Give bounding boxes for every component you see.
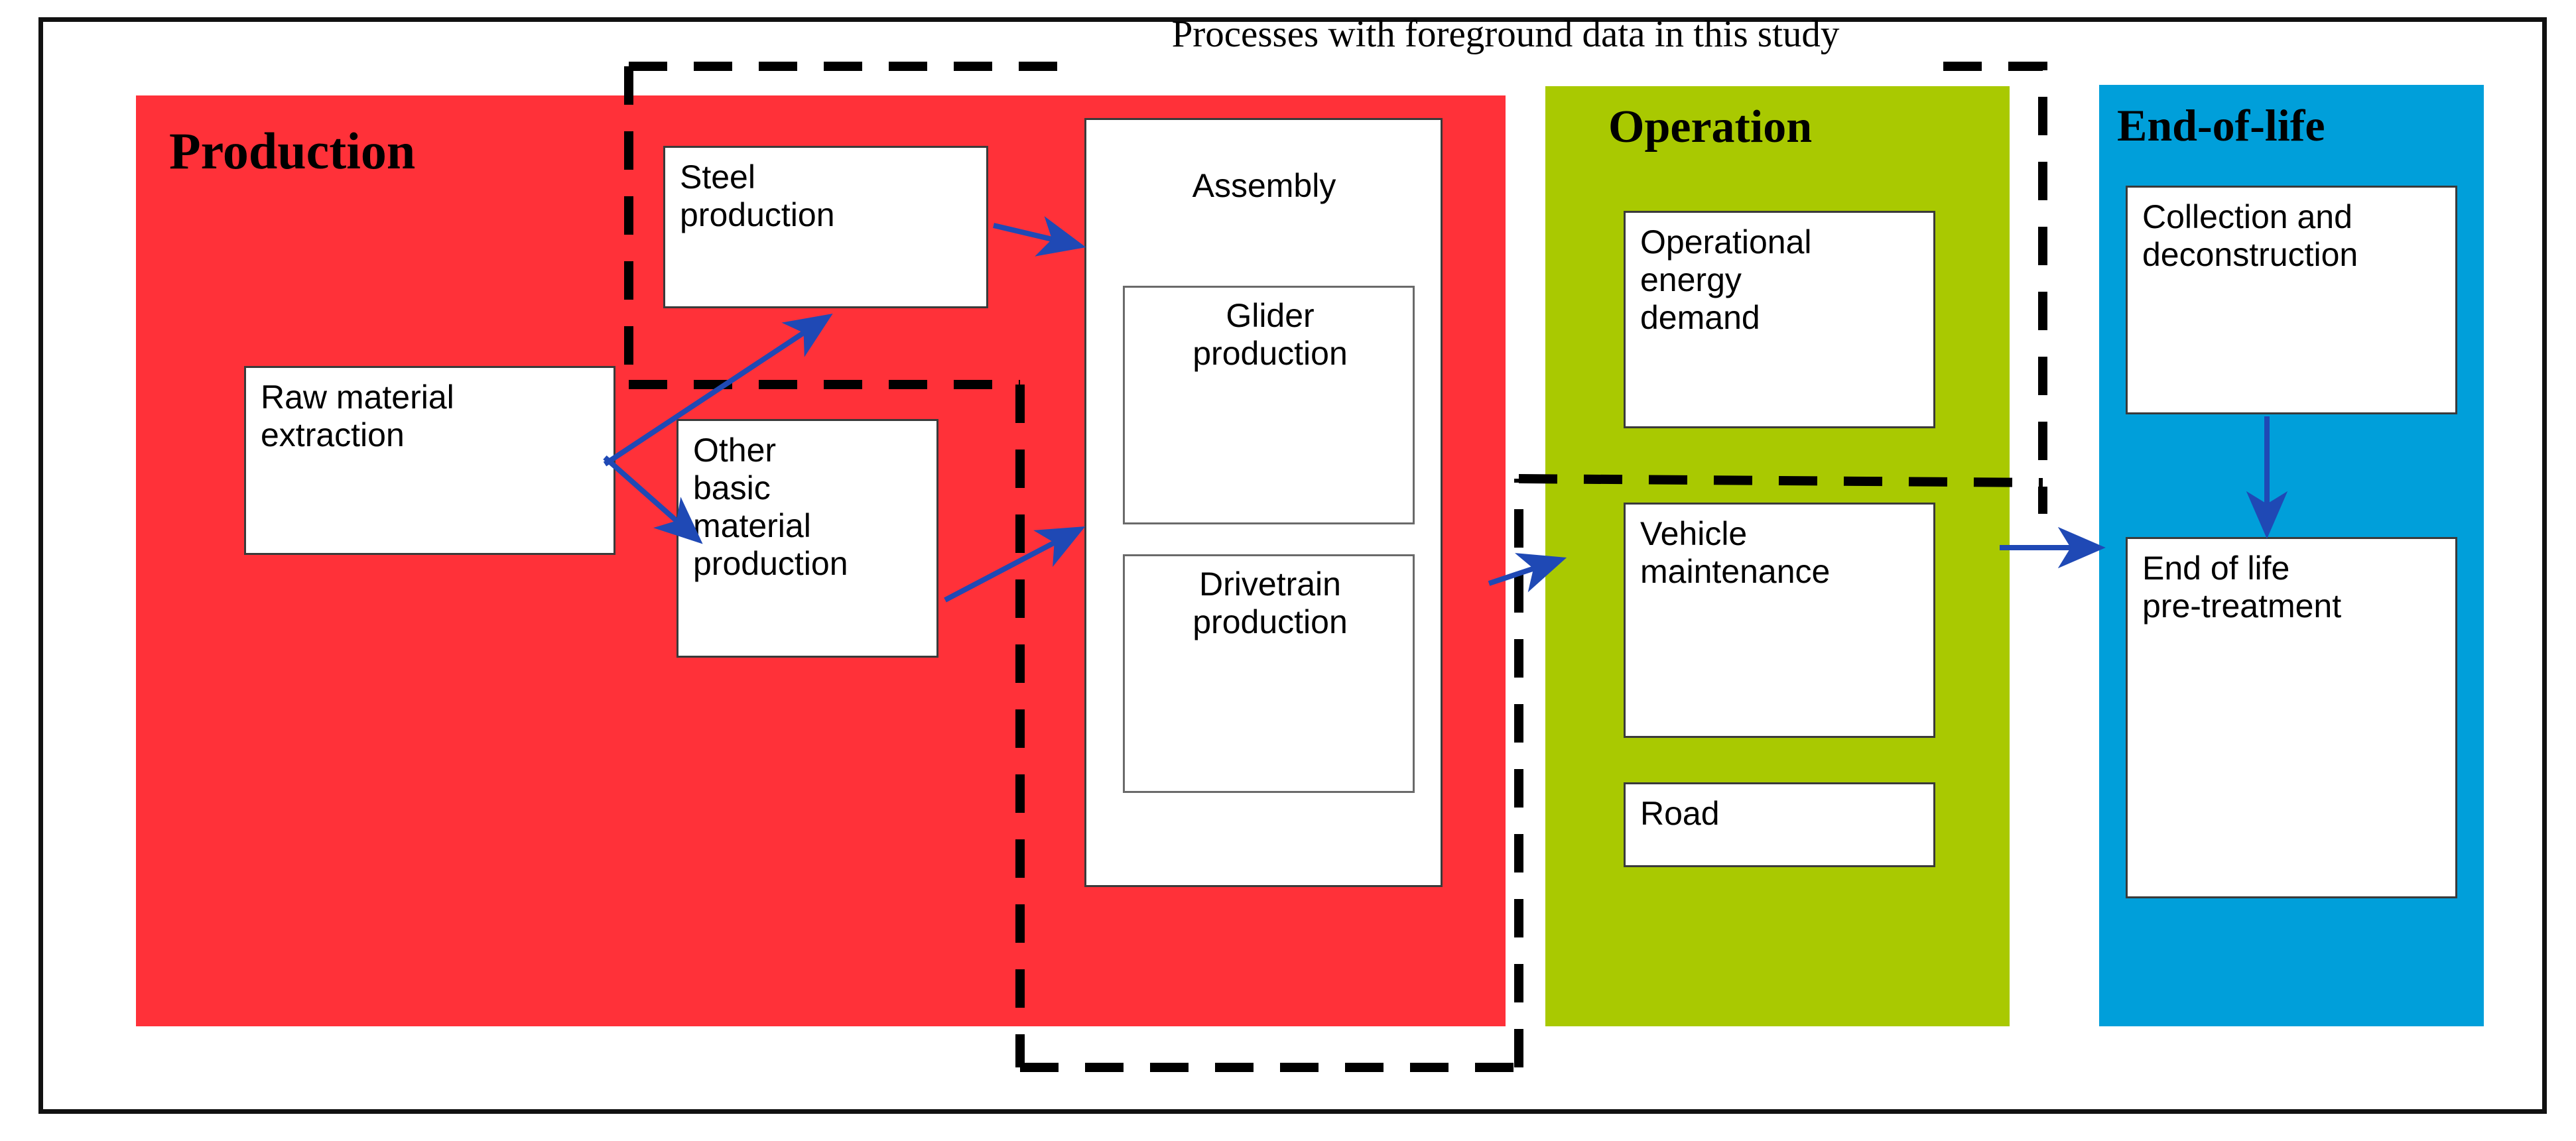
process-box-vehicle-maintenance[interactable]: Vehicle maintenance [1624, 503, 1935, 738]
process-box-collection-and-deconstruction[interactable]: Collection and deconstruction [2126, 186, 2457, 414]
process-box-steel-production[interactable]: Steel production [663, 146, 988, 308]
stage-title-operation: Operation [1608, 101, 1813, 152]
process-box-assembly[interactable]: Assembly Glider production Drivetrain pr… [1084, 118, 1443, 887]
process-box-end-of-life-pre-treatment[interactable]: End of life pre-treatment [2126, 537, 2457, 898]
stage-title-end-of-life: End-of-life [2117, 100, 2325, 150]
process-box-other-basic-material-production[interactable]: Other basic material production [676, 419, 938, 658]
process-box-raw-material-extraction[interactable]: Raw material extraction [244, 366, 615, 555]
foreground-boundary-caption: Processes with foreground data in this s… [1171, 13, 1840, 55]
process-box-drivetrain-production[interactable]: Drivetrain production [1123, 554, 1415, 793]
figure-frame [38, 17, 2547, 1114]
stage-title-production: Production [169, 122, 416, 180]
assembly-label: Assembly [1192, 167, 1336, 204]
process-box-road[interactable]: Road [1624, 782, 1935, 867]
process-box-glider-production[interactable]: Glider production [1123, 286, 1415, 524]
process-box-operational-energy-demand[interactable]: Operational energy demand [1624, 211, 1935, 428]
